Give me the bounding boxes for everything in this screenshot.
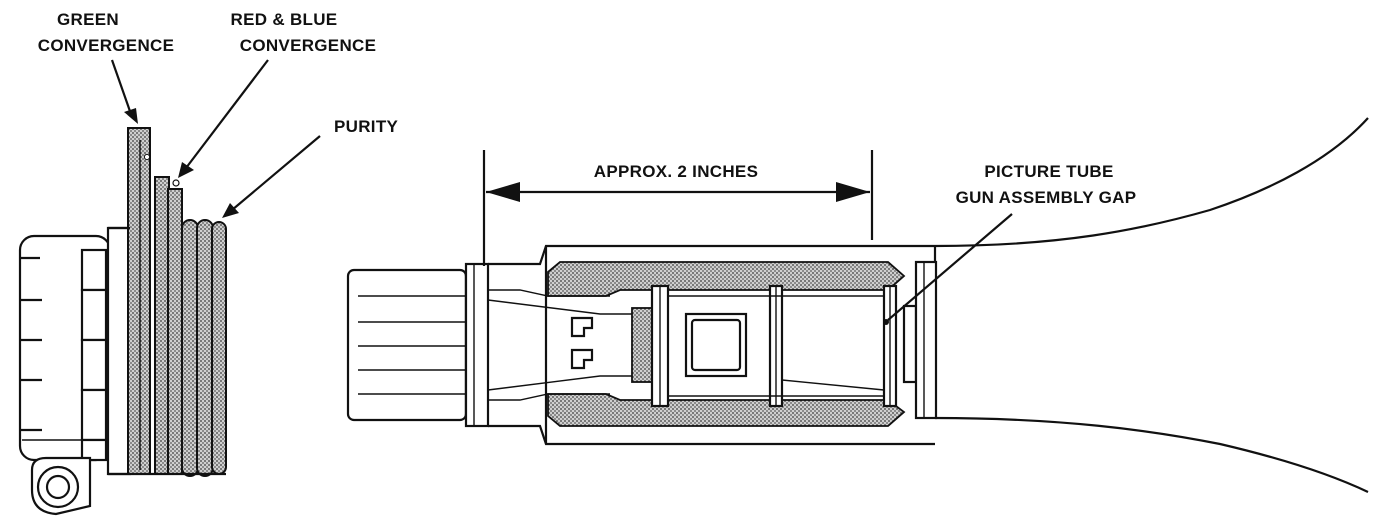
label-green-line1: GREEN — [57, 10, 119, 29]
magnet-assembly — [18, 127, 227, 516]
red-blue-convergence-leader — [178, 59, 269, 178]
label-red-blue-line1: RED & BLUE — [231, 10, 338, 29]
tube-neck — [346, 117, 1369, 493]
front-plate — [106, 226, 132, 476]
dimension-line — [482, 150, 874, 266]
red-blue-convergence-tabs — [154, 176, 183, 475]
label-green-line2: CONVERGENCE — [38, 36, 175, 55]
purity-rings — [181, 219, 227, 477]
tube-funnel-upper — [934, 117, 1369, 248]
label-red-blue-line2: CONVERGENCE — [240, 36, 377, 55]
label-gun-gap-line1: PICTURE TUBE — [984, 162, 1113, 181]
neck-collar — [464, 262, 490, 428]
gun-gap-leader — [883, 213, 1013, 325]
clamp-housing — [18, 234, 112, 462]
clamp-screw-icon — [30, 456, 92, 516]
green-convergence-tab — [127, 127, 151, 475]
electron-gun — [487, 260, 938, 427]
tube-funnel-lower — [934, 416, 1369, 493]
label-gun-gap-line2: GUN ASSEMBLY GAP — [956, 188, 1137, 207]
tube-base-connector — [346, 268, 468, 422]
label-purity: PURITY — [334, 117, 398, 136]
label-approx-distance: APPROX. 2 INCHES — [594, 162, 758, 181]
purity-leader — [222, 135, 321, 218]
green-convergence-leader — [110, 59, 138, 124]
